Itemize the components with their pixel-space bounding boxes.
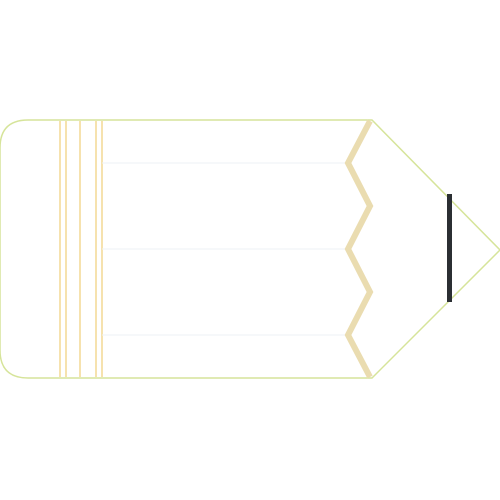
body-stripes [102, 162, 345, 336]
sharpened-wood-edge [344, 119, 374, 379]
ferrule-band [59, 121, 103, 377]
pencil-outline [0, 119, 500, 379]
graphite-core [447, 194, 452, 302]
